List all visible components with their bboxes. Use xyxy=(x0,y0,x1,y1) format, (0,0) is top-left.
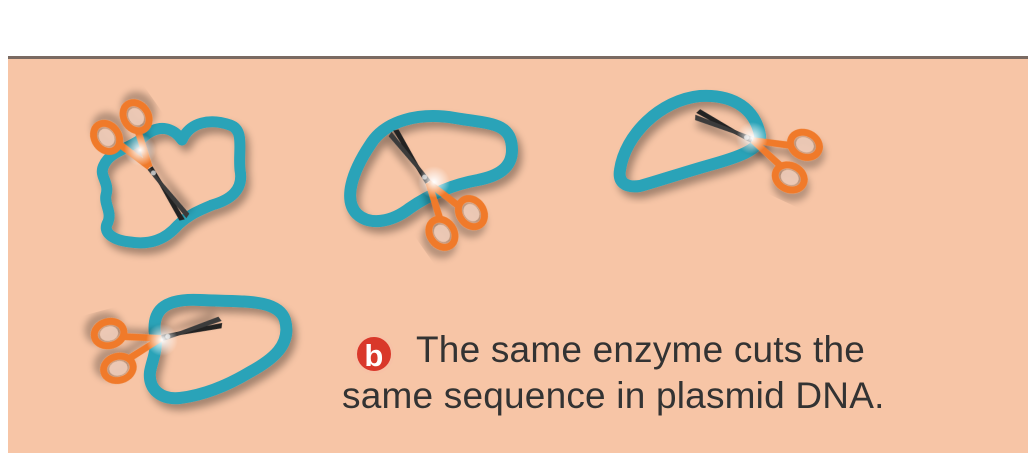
caption-line-1: The same enzyme cuts the xyxy=(416,329,865,370)
figure-caption: b The same enzyme cuts the same sequence … xyxy=(340,328,1028,418)
caption-line-2: same sequence in plasmid DNA. xyxy=(340,374,1028,418)
panel-letter-badge: b xyxy=(354,334,394,374)
